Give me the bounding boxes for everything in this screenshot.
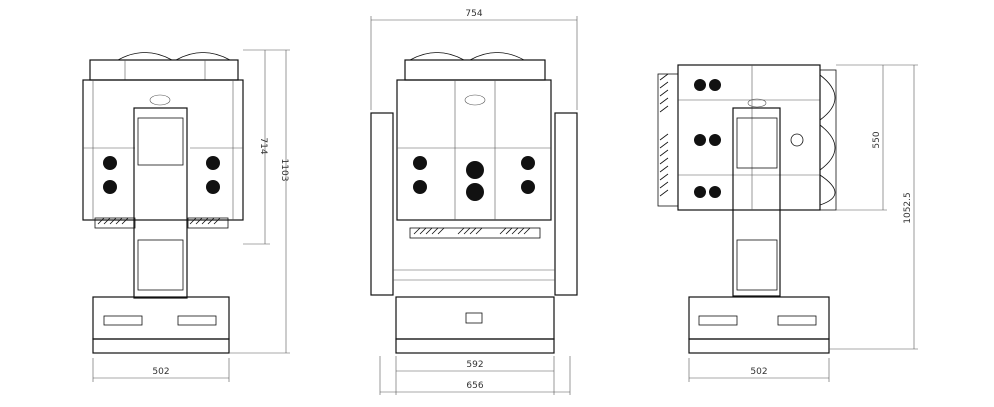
front-inner-base-dim: 592 [466,360,483,370]
right-head-dim: 550 [872,131,882,148]
front-outer-base-dim: 656 [466,381,483,391]
right-width-dim: 502 [750,367,767,377]
left-view [82,49,290,382]
right-height-dim: 1052.5 [903,192,913,224]
left-height-dim: 1103 [279,159,289,182]
right-view [657,64,918,382]
left-head-dim: 714 [258,137,268,154]
front-top-dim: 754 [465,9,482,19]
front-view [370,16,578,395]
left-width-dim: 502 [152,367,169,377]
